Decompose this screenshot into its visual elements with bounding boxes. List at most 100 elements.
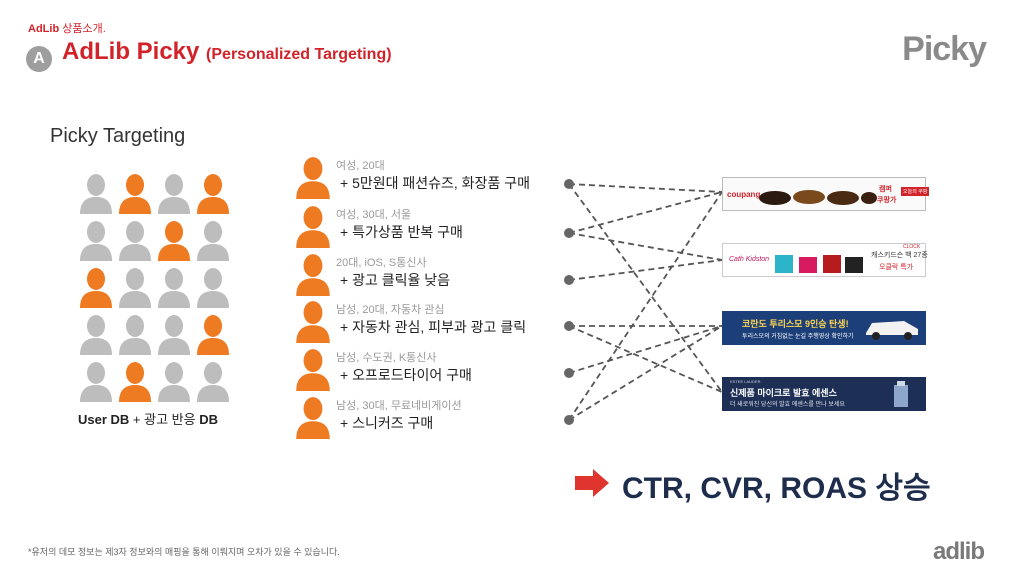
ad-coupang-badge: 오늘의 쿠팡 xyxy=(901,187,930,196)
profile-row: 남성, 수도권, K통신사 + 오프로드타이어 구매 xyxy=(294,347,594,393)
ad-car-text2: 투리스모의 거침없는 눈길 주행영상 확인하기 xyxy=(742,334,854,340)
connector-dot xyxy=(564,275,574,285)
person-icon xyxy=(296,254,330,296)
ad-coupang-text1: 캠퍼 xyxy=(879,186,892,193)
ad-estee-lauder[interactable]: ESTEE LAUDER 신제품 마이크로 발효 에센스 더 새로워진 당신의 … xyxy=(722,377,926,411)
profile-desc: + 오프로드타이어 구매 xyxy=(340,367,472,383)
profile-avatar xyxy=(294,155,332,199)
user-cell xyxy=(195,172,231,214)
user-cell xyxy=(78,360,114,402)
user-cell xyxy=(117,219,153,261)
profile-avatar xyxy=(294,395,332,439)
person-icon xyxy=(296,301,330,343)
user-gray-icon xyxy=(197,221,229,261)
person-icon xyxy=(296,206,330,248)
person-icon xyxy=(296,157,330,199)
ad-coupang-brand: coupang xyxy=(727,190,761,199)
page-title-sub: (Personalized Targeting) xyxy=(206,46,392,63)
user-cell xyxy=(117,266,153,308)
profile-avatar xyxy=(294,204,332,248)
profile-meta: 남성, 30대, 무료네비게이션 xyxy=(336,400,462,412)
user-orange-icon xyxy=(119,174,151,214)
profile-desc: + 자동차 관심, 피부과 광고 클릭 xyxy=(340,319,527,335)
connector-dot xyxy=(564,179,574,189)
user-cell xyxy=(156,172,192,214)
brand-prefix: AdLib xyxy=(28,23,60,35)
user-gray-icon xyxy=(119,268,151,308)
shoes-icon xyxy=(759,190,877,205)
brand-suffix: 상품소개. xyxy=(62,23,106,35)
section-badge: A xyxy=(26,46,52,72)
adlib-logo: adlib xyxy=(932,538,985,565)
page-title-main: AdLib Picky xyxy=(62,38,200,65)
user-db-part2: + 광고 반응 xyxy=(129,412,200,427)
ad-cath-text1: 캐스키드슨 백 27종 xyxy=(871,252,928,259)
user-cell xyxy=(156,266,192,308)
user-gray-icon xyxy=(80,221,112,261)
person-icon xyxy=(296,397,330,439)
user-cell xyxy=(78,219,114,261)
connector-dot xyxy=(564,321,574,331)
page-title: AdLib Picky (Personalized Targeting) xyxy=(62,38,392,66)
user-cell xyxy=(156,219,192,261)
ad-cath-text2: 오클락 특가 xyxy=(879,264,914,271)
user-orange-icon xyxy=(197,174,229,214)
user-cell xyxy=(117,360,153,402)
user-gray-icon xyxy=(158,174,190,214)
ad-korando[interactable]: 코란도 투리스모 9인승 탄생! 투리스모의 거침없는 눈길 주행영상 확인하기 xyxy=(722,311,926,345)
user-gray-icon xyxy=(197,362,229,402)
ad-cath-kidston[interactable]: Cath Kidston 캐스키드슨 백 27종 오클락 특가 CLOCK xyxy=(722,243,928,277)
ad-cath-brand: Cath Kidston xyxy=(729,256,770,263)
user-gray-icon xyxy=(119,221,151,261)
connector-dot xyxy=(564,415,574,425)
bags-icon xyxy=(775,255,863,273)
profile-meta: 남성, 20대, 자동차 관심 xyxy=(336,304,445,316)
user-orange-icon xyxy=(80,268,112,308)
user-db-part3: DB xyxy=(199,412,218,427)
profile-row: 여성, 30대, 서울 + 특가상품 반복 구매 xyxy=(294,204,594,250)
ad-coupang-text2: 쿠팡가 xyxy=(877,197,897,204)
user-db-label: User DB + 광고 반응 DB xyxy=(78,409,218,428)
user-cell xyxy=(78,172,114,214)
profile-meta: 남성, 수도권, K통신사 xyxy=(336,352,437,364)
essence-bottle-icon xyxy=(894,381,908,407)
profile-avatar xyxy=(294,252,332,296)
ad-estee-text1: 신제품 마이크로 발효 에센스 xyxy=(730,388,837,398)
brand-caption: AdLib 상품소개. xyxy=(28,20,106,36)
person-icon xyxy=(296,349,330,391)
user-cell xyxy=(117,313,153,355)
profile-avatar xyxy=(294,299,332,343)
profile-avatar xyxy=(294,347,332,391)
user-gray-icon xyxy=(158,315,190,355)
user-cell xyxy=(195,266,231,308)
user-gray-icon xyxy=(80,362,112,402)
profile-row: 남성, 30대, 무료네비게이션 + 스니커즈 구매 xyxy=(294,395,594,441)
profile-row: 남성, 20대, 자동차 관심 + 자동차 관심, 피부과 광고 클릭 xyxy=(294,299,594,345)
user-cell xyxy=(78,266,114,308)
user-gray-icon xyxy=(158,362,190,402)
picky-logo: Picky xyxy=(902,30,987,68)
user-grid xyxy=(78,172,238,402)
user-cell xyxy=(195,219,231,261)
profile-row: 20대, iOS, S통신사+ 광고 클릭율 낮음 xyxy=(294,252,594,298)
user-orange-icon xyxy=(197,315,229,355)
profile-row: 여성, 20대+ 5만원대 패션슈즈, 화장품 구매 xyxy=(294,155,594,201)
profile-desc: + 특가상품 반복 구매 xyxy=(340,224,463,240)
section-label: Picky Targeting xyxy=(50,125,186,147)
user-cell xyxy=(156,313,192,355)
profile-meta: 여성, 30대, 서울 xyxy=(336,209,412,221)
connector-dot xyxy=(564,368,574,378)
user-db-part1: User DB xyxy=(78,412,130,427)
user-cell xyxy=(195,313,231,355)
ad-coupang[interactable]: coupang 캠퍼 쿠팡가 오늘의 쿠팡 xyxy=(722,177,930,211)
profile-desc: + 5만원대 패션슈즈, 화장품 구매 xyxy=(340,175,530,191)
user-cell xyxy=(195,360,231,402)
profile-desc: + 스니커즈 구매 xyxy=(340,415,434,431)
ad-cath-badge: CLOCK xyxy=(903,244,921,250)
user-gray-icon xyxy=(119,315,151,355)
user-cell xyxy=(78,313,114,355)
ad-estee-text2: 더 새로워진 당신의 발효 에센스를 만나 보세요 xyxy=(730,402,845,408)
result-text: CTR, CVR, ROAS 상승 xyxy=(622,472,931,505)
profile-meta: 20대, iOS, S통신사 xyxy=(336,257,427,269)
user-gray-icon xyxy=(80,174,112,214)
